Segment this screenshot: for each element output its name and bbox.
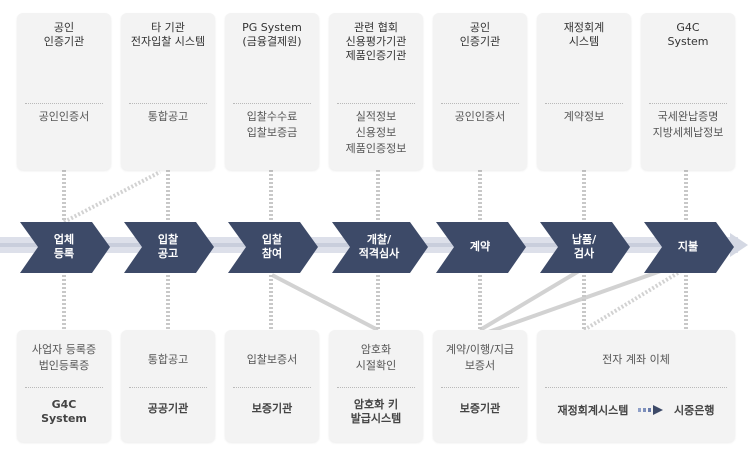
chevron-step-4 (332, 222, 428, 273)
chevron-step-1 (20, 222, 110, 273)
chevron-step-5 (436, 222, 526, 273)
flow-band-arrowhead (730, 233, 748, 257)
bottom-box-title: 보증기관 (459, 402, 501, 415)
chevron-step-2 (124, 222, 214, 273)
divider (649, 103, 727, 104)
bottom-box-title: 공공기관 (147, 402, 189, 415)
diagonal-connectors (63, 170, 688, 337)
top-box-title: PG System(금융결제원) (242, 21, 302, 48)
transfer-arrow-icon (638, 405, 664, 415)
divider (441, 103, 519, 104)
divider (441, 387, 519, 388)
bottom-box-items: 전자 계좌 이체 (602, 353, 670, 366)
divider (129, 387, 207, 388)
divider (545, 103, 623, 104)
transfer-flow: 재정회계시스템 시중은행 (537, 402, 735, 418)
chevron-step-6 (540, 222, 630, 273)
chevron-step-3 (228, 222, 318, 273)
top-connectors (62, 170, 688, 222)
divider (233, 103, 311, 104)
top-box-items: 공인인증서 (454, 110, 506, 123)
bottom-box-items: 입찰보증서 (246, 353, 298, 366)
bottom-box-public-agency: 통합공고 공공기관 (121, 330, 215, 442)
bottom-connectors (62, 275, 688, 330)
step-label-opening-review: 개찰/적격심사 (358, 233, 400, 260)
transfer-destination: 시중은행 (674, 404, 715, 417)
divider (233, 387, 311, 388)
divider (25, 387, 103, 388)
divider (337, 103, 415, 104)
top-box-items: 계약정보 (563, 110, 605, 123)
transfer-source: 재정회계시스템 (557, 404, 629, 417)
bottom-box-items: 통합공고 (147, 353, 189, 366)
divider (337, 387, 415, 388)
divider (129, 103, 207, 104)
step-label-payment: 지불 (677, 240, 699, 253)
step-label-contract: 계약 (469, 240, 491, 253)
top-box-items: 공인인증서 (38, 110, 90, 123)
chevron-step-7 (644, 222, 734, 273)
bottom-box-title: 보증기관 (251, 402, 293, 415)
top-box-items: 통합공고 (147, 110, 189, 123)
bottom-box-electronic-transfer: 전자 계좌 이체 재정회계시스템 시중은행 (537, 330, 735, 442)
divider (545, 387, 727, 388)
divider (25, 103, 103, 104)
process-chevrons (20, 222, 734, 273)
step-label-delivery-inspection: 납품/검사 (571, 233, 597, 260)
bottom-box-guarantee-agency: 입찰보증서 보증기관 (225, 330, 319, 442)
